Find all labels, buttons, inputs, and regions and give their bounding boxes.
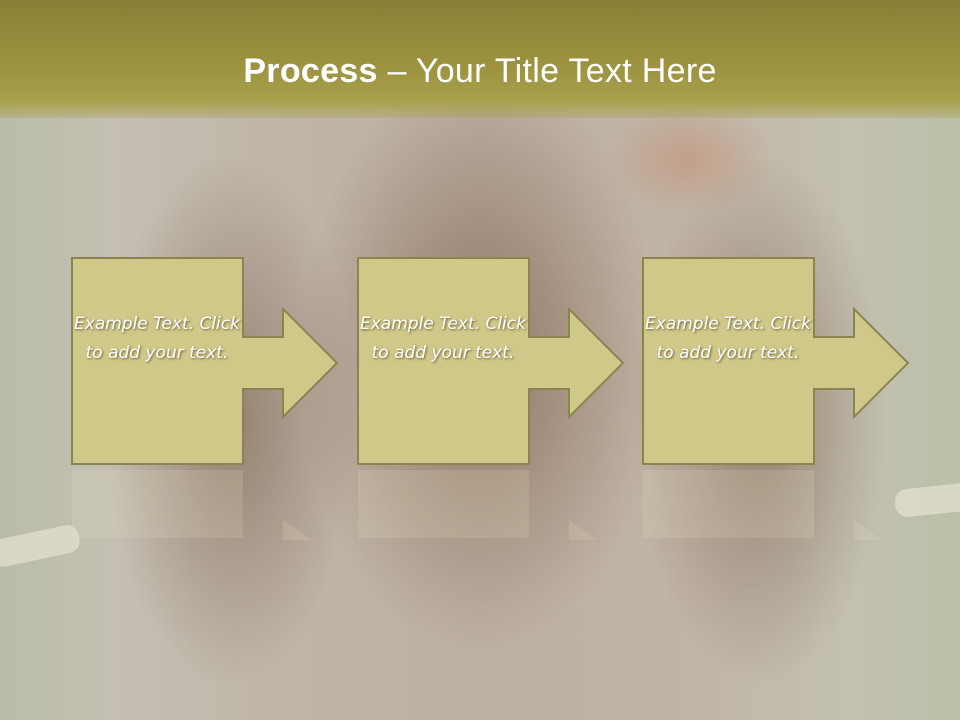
title-bar bbox=[0, 0, 960, 118]
step-3-shape bbox=[642, 257, 910, 465]
step-1-text: Example Text. Click to add your text. bbox=[74, 314, 240, 363]
step-2-text: Example Text. Click to add your text. bbox=[360, 314, 526, 363]
step-2-shape bbox=[357, 257, 625, 465]
step-2-reflection bbox=[358, 470, 597, 540]
process-step-2[interactable]: Example Text. Click to add your text. bbox=[357, 257, 699, 467]
title-rest: – Your Title Text Here bbox=[377, 52, 717, 90]
slide-title[interactable]: Process – Your Title Text Here bbox=[0, 52, 960, 91]
process-step-1[interactable]: Example Text. Click to add your text. bbox=[71, 257, 413, 467]
step-1-reflection bbox=[72, 470, 311, 540]
step-3-reflection bbox=[643, 470, 882, 540]
title-bold: Process bbox=[243, 52, 378, 90]
process-step-3[interactable]: Example Text. Click to add your text. bbox=[642, 257, 960, 467]
step-3-text: Example Text. Click to add your text. bbox=[645, 314, 811, 363]
step-1-shape bbox=[71, 257, 339, 465]
